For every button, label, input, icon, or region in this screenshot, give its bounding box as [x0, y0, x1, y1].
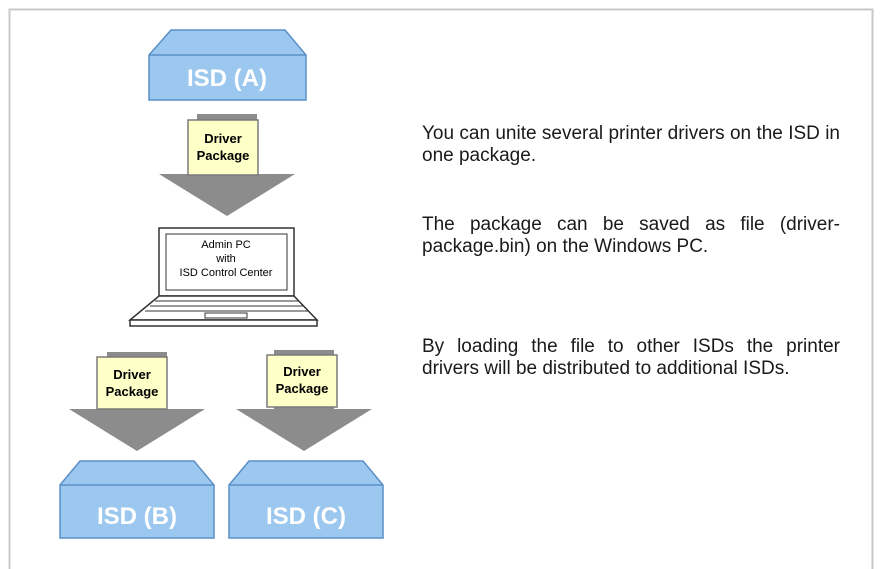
- isd-label-c: ISD (C): [266, 503, 346, 530]
- isd-box-c: ISD (C): [228, 460, 384, 539]
- admin-pc-line2: with: [215, 253, 236, 265]
- isd-label-b: ISD (B): [97, 503, 177, 530]
- package-label-line1: Driver: [113, 367, 151, 382]
- driver-package-left: Driver Package: [96, 356, 168, 410]
- package-label-line1: Driver: [283, 364, 321, 379]
- package-label-line2: Package: [106, 384, 159, 399]
- package-label-line2: Package: [197, 148, 250, 163]
- isd-label-a: ISD (A): [187, 65, 267, 92]
- description-paragraph-3: By loading the file to other ISDs the pr…: [422, 336, 840, 379]
- admin-pc-line3: ISD Control Center: [180, 267, 273, 279]
- driver-package-top: Driver Package: [187, 119, 259, 176]
- driver-package-right: Driver Package: [266, 354, 338, 408]
- laptop-icon: Admin PC with ISD Control Center: [127, 227, 319, 327]
- description-paragraph-2: The package can be saved as file (driver…: [422, 214, 840, 257]
- package-label-line2: Package: [276, 381, 329, 396]
- frame-border: [8, 8, 874, 569]
- package-label-line1: Driver: [204, 131, 242, 146]
- isd-box-a: ISD (A): [148, 29, 307, 101]
- isd-box-b: ISD (B): [59, 460, 215, 539]
- description-paragraph-1: You can unite several printer drivers on…: [422, 123, 840, 166]
- admin-pc-line1: Admin PC: [201, 239, 251, 251]
